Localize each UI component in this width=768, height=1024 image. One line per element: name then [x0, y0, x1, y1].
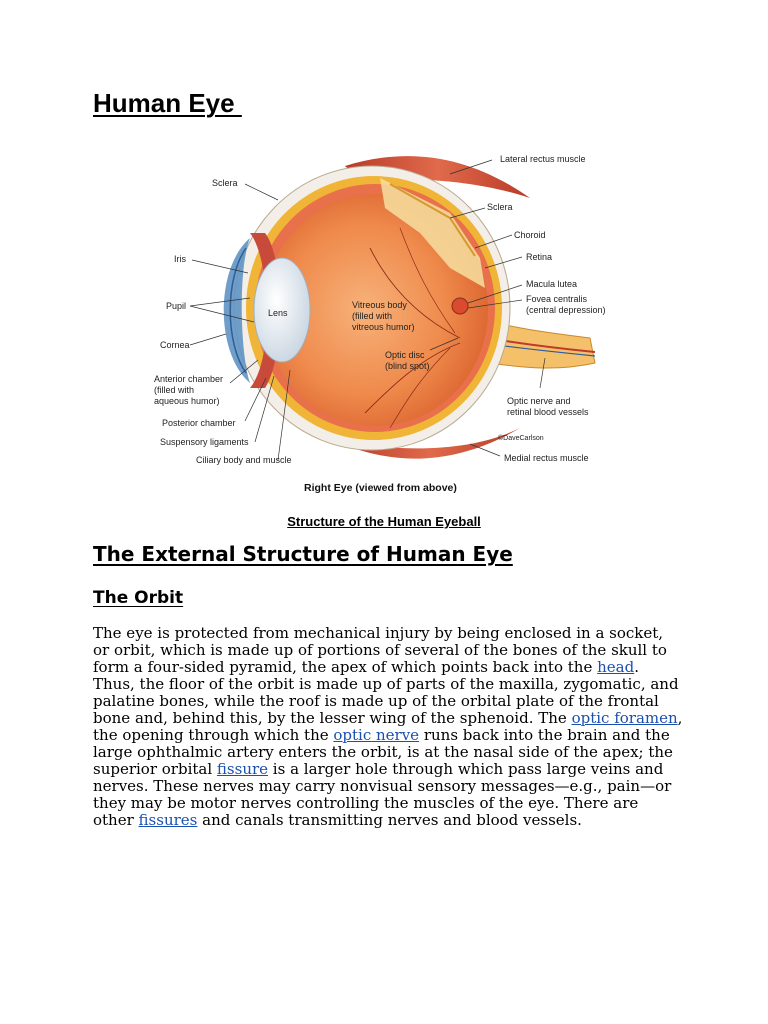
paragraph-text-3: , the opening through which the [93, 709, 683, 744]
label-anterior-3: aqueous humor) [154, 396, 220, 406]
label-bottom: Right Eye (viewed from above) [304, 482, 457, 494]
subsection-heading: The Orbit [93, 588, 184, 608]
paragraph-text-4: runs back into the brain and the large o… [93, 726, 673, 778]
label-lateral-rectus: Lateral rectus muscle [500, 154, 586, 164]
link-optic-nerve[interactable]: optic nerve [333, 726, 420, 744]
label-retina: Retina [526, 252, 552, 262]
orbit-paragraph: The eye is protected from mechanical inj… [93, 625, 683, 829]
paragraph-text-1: The eye is protected from mechanical inj… [93, 624, 667, 676]
lens-shape [253, 257, 311, 363]
medial-rectus-muscle [340, 428, 520, 459]
label-vitreous-3: vitreous humor) [352, 322, 415, 332]
label-sclera-right: Sclera [487, 202, 513, 212]
paragraph-text-5: is a larger hole through which pass larg… [93, 760, 672, 829]
eye-diagram-svg: Sclera Lateral rectus muscle Sclera Chor… [154, 154, 606, 494]
paragraph-text-6: and canals transmitting nerves and blood… [197, 811, 582, 829]
label-optic-nerve-2: retinal blood vessels [507, 407, 589, 417]
label-suspensory: Suspensory ligaments [160, 437, 249, 447]
link-fissures[interactable]: fissures [138, 811, 198, 829]
label-cornea: Cornea [160, 340, 190, 350]
page-title: Human Eye [93, 88, 242, 118]
label-lens: Lens [268, 308, 288, 318]
link-fissure[interactable]: fissure [216, 760, 269, 778]
paragraph-text-2: . Thus, the floor of the orbit is made u… [93, 658, 679, 727]
vitreous-body-shape [264, 194, 488, 426]
label-fovea-1: Fovea centralis [526, 294, 588, 304]
label-vitreous-1: Vitreous body [352, 300, 407, 310]
label-fovea-2: (central depression) [526, 305, 606, 315]
cornea-shape [223, 238, 250, 383]
label-iris: Iris [174, 254, 186, 264]
label-sclera-left: Sclera [212, 178, 238, 188]
label-anterior-2: (filled with [154, 385, 194, 395]
label-optic-nerve-1: Optic nerve and [507, 396, 571, 406]
link-optic-foramen[interactable]: optic foramen [571, 709, 678, 727]
label-posterior: Posterior chamber [162, 418, 236, 428]
section-heading: The External Structure of Human Eye [93, 542, 513, 566]
label-medial-rectus: Medial rectus muscle [504, 453, 589, 463]
label-anterior-1: Anterior chamber [154, 374, 223, 384]
label-macula: Macula lutea [526, 279, 577, 289]
label-copyright: ©DaveCarlson [498, 434, 544, 442]
eye-diagram: Sclera Lateral rectus muscle Sclera Chor… [150, 138, 620, 508]
label-pupil: Pupil [166, 301, 186, 311]
label-optic-disc-1: Optic disc [385, 350, 425, 360]
figure-caption: Structure of the Human Eyeball [287, 514, 481, 529]
label-ciliary: Ciliary body and muscle [196, 455, 292, 465]
label-vitreous-2: (filled with [352, 311, 392, 321]
lateral-rectus-muscle [345, 156, 530, 198]
label-optic-disc-2: (blind spot) [385, 361, 430, 371]
label-choroid: Choroid [514, 230, 546, 240]
macula-spot [451, 297, 469, 315]
link-head[interactable]: head [597, 658, 635, 676]
